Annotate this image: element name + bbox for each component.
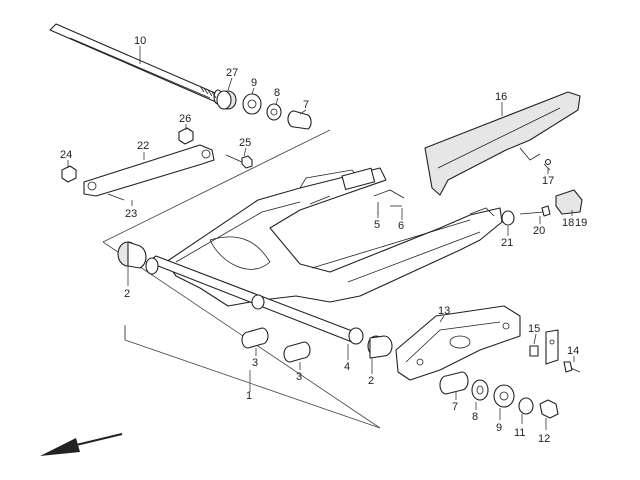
callout-13: 13 xyxy=(438,305,450,317)
chain-guard-part xyxy=(424,91,581,196)
callout-24: 24 xyxy=(60,149,72,161)
stopper-plate-parts xyxy=(529,329,581,373)
callout-15: 15 xyxy=(528,323,540,335)
callout-11: 11 xyxy=(514,427,525,439)
right-bearing-part xyxy=(367,335,393,359)
axle-adjuster-parts xyxy=(501,189,583,226)
callout-9-lower: 9 xyxy=(496,422,502,434)
callout-1: 1 xyxy=(246,390,252,402)
nut-and-bolt-parts xyxy=(178,127,253,169)
front-direction-arrow-icon xyxy=(40,433,123,456)
left-bearing-part xyxy=(117,241,147,269)
callout-18: 18 xyxy=(562,217,574,229)
callout-3-left: 3 xyxy=(252,357,258,369)
callout-17: 17 xyxy=(542,175,554,187)
callout-5: 5 xyxy=(374,219,380,231)
callout-3-right: 3 xyxy=(296,371,302,383)
callout-10: 10 xyxy=(134,35,146,47)
callout-2-right: 2 xyxy=(368,375,374,387)
torque-bracket-part xyxy=(395,305,521,381)
callout-7: 7 xyxy=(303,99,309,111)
callout-26: 26 xyxy=(179,113,191,125)
callout-27: 27 xyxy=(226,67,238,79)
callout-22: 22 xyxy=(137,140,149,152)
callout-2-left: 2 xyxy=(124,288,130,300)
callout-6: 6 xyxy=(398,220,404,232)
callout-16: 16 xyxy=(495,91,507,103)
callout-12: 12 xyxy=(538,433,550,445)
callout-25: 25 xyxy=(239,137,251,149)
top-washer-set xyxy=(216,90,312,130)
spacer-parts xyxy=(241,327,311,363)
callout-21: 21 xyxy=(501,237,513,249)
torque-link-part xyxy=(61,144,215,201)
callout-4: 4 xyxy=(344,361,350,373)
callout-9: 9 xyxy=(251,77,257,89)
guard-screw-part xyxy=(543,158,552,171)
callout-7-lower: 7 xyxy=(452,401,458,413)
callout-8: 8 xyxy=(274,87,280,99)
lower-washer-set xyxy=(439,371,559,419)
callout-14: 14 xyxy=(567,345,579,357)
callout-labels: 10 27 9 8 7 26 22 25 24 23 16 17 5 6 21 … xyxy=(60,35,587,445)
callout-20: 20 xyxy=(533,225,545,237)
callout-19: 19 xyxy=(575,217,587,229)
callout-23: 23 xyxy=(125,208,137,220)
callout-8-lower: 8 xyxy=(472,411,478,423)
leader-lines xyxy=(67,46,575,430)
chain-adjuster-fasteners xyxy=(373,189,405,214)
inner-pivot-shaft xyxy=(145,255,364,345)
